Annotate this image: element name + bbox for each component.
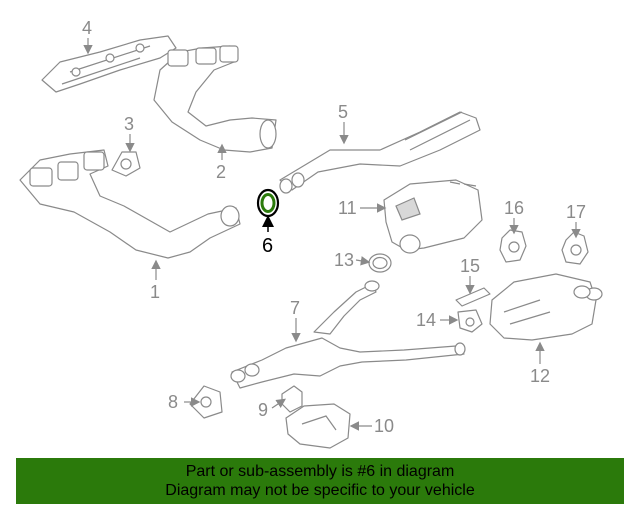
banner-line-1: Part or sub-assembly is #6 in diagram	[185, 463, 455, 480]
part-12-rear-muffler[interactable]	[489, 273, 603, 341]
part-5-front-pipe[interactable]	[279, 111, 481, 194]
exhaust-parts-diagram: 4 3 2 1 5 6 11 13 16 17 15 14 12 7 8 9 1…	[19, 18, 603, 449]
banner-line-2: Diagram may not be specific to your vehi…	[165, 482, 475, 499]
part-3-gasket[interactable]	[111, 151, 141, 177]
callout-4: 4	[82, 18, 92, 38]
callout-12: 12	[530, 366, 550, 386]
callout-5: 5	[338, 102, 348, 122]
callout-16: 16	[504, 198, 524, 218]
part-11-center-muffler[interactable]	[383, 179, 483, 254]
callout-15: 15	[460, 256, 480, 276]
leader-lines	[83, 38, 581, 431]
part-2-upper-manifold[interactable]	[153, 45, 277, 153]
callout-11: 11	[338, 198, 357, 218]
callout-13: 13	[334, 250, 354, 270]
callout-7: 7	[290, 298, 300, 318]
part-7-center-pipe[interactable]	[230, 280, 466, 389]
callout-17: 17	[566, 202, 586, 222]
part-1-front-manifold[interactable]	[19, 149, 241, 259]
callout-labels: 4 3 2 1 5 6 11 13 16 17 15 14 12 7 8 9 1…	[82, 18, 586, 436]
part-13-ring-gasket[interactable]	[368, 253, 392, 273]
part-16-hanger[interactable]	[499, 229, 527, 263]
callout-3: 3	[124, 114, 134, 134]
callout-1: 1	[150, 282, 160, 302]
part-8-gasket[interactable]	[189, 385, 223, 419]
callout-10: 10	[374, 416, 394, 436]
part-14-hanger[interactable]	[457, 309, 483, 333]
info-banner: Part or sub-assembly is #6 in diagram Di…	[16, 458, 624, 504]
callout-14: 14	[416, 310, 436, 330]
callout-2: 2	[216, 162, 226, 182]
part-17-hanger[interactable]	[561, 231, 589, 265]
part-4-heat-shield[interactable]	[41, 35, 177, 93]
callout-6: 6	[262, 235, 273, 257]
callout-8: 8	[168, 392, 178, 412]
callout-9: 9	[258, 400, 268, 420]
part-9-clamp[interactable]	[281, 385, 303, 413]
part-6-gasket-ring[interactable]	[256, 188, 280, 218]
part-10-heat-shield[interactable]	[285, 403, 351, 449]
part-15-bracket[interactable]	[455, 287, 491, 307]
